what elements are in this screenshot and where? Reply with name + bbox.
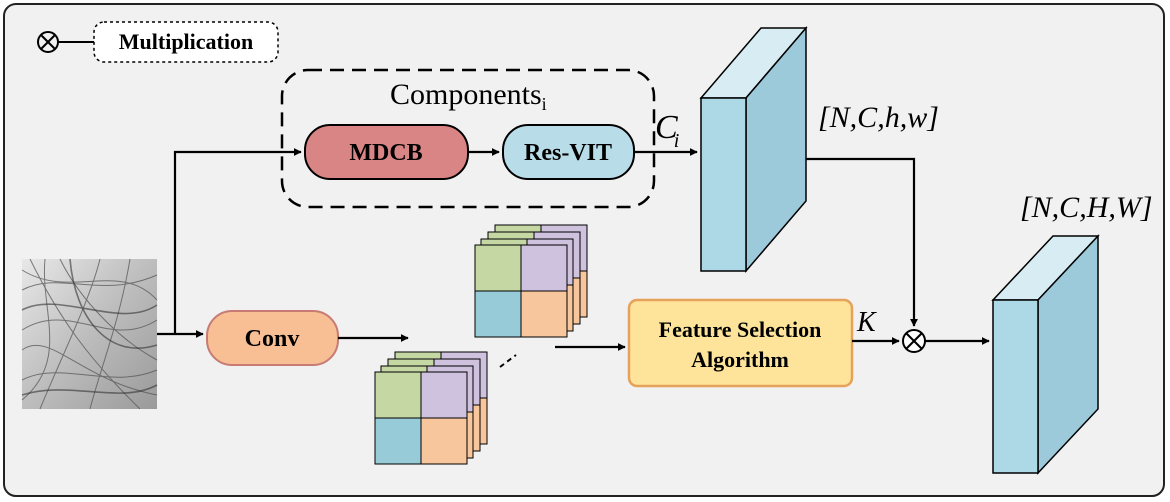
conv-block: Conv <box>206 310 339 366</box>
components-label: Componentsi <box>390 78 547 114</box>
feature-map-layer <box>374 371 468 465</box>
dims-large-label: [N,C,H,W] <box>1020 191 1153 224</box>
tile-green <box>374 371 422 419</box>
mdcb-block: MDCB <box>304 124 469 180</box>
feature-selection-label-line1: Feature Selection <box>659 317 822 342</box>
ci-label: Ci <box>655 109 679 152</box>
tensor-ci <box>699 25 808 274</box>
tile-orange <box>520 290 568 338</box>
stack-ellipsis-dashes <box>499 354 517 368</box>
tensor-output <box>991 234 1100 475</box>
mdcb-label: MDCB <box>349 140 422 166</box>
legend-label: Multiplication <box>119 29 253 54</box>
tile-purple <box>420 371 468 419</box>
tile-blue <box>374 417 422 465</box>
tile-blue <box>474 290 522 338</box>
conv-label: Conv <box>245 326 300 352</box>
res-vit-label: Res-VIT <box>524 140 612 166</box>
dims-small-label: [N,C,h,w] <box>818 101 939 134</box>
k-label: K <box>856 307 877 338</box>
legend: Multiplication <box>37 21 279 63</box>
components-group: Componentsi <box>280 68 656 209</box>
feature-map-stack-lower <box>374 351 488 465</box>
tile-green <box>474 244 522 292</box>
res-vit-block: Res-VIT <box>502 124 635 180</box>
tile-orange <box>420 417 468 465</box>
multiply-node <box>902 329 926 353</box>
feature-selection-block: Feature Selection Algorithm <box>627 298 854 388</box>
feature-selection-label-line2: Algorithm <box>691 347 789 372</box>
feature-map-layer <box>474 244 568 338</box>
tile-purple <box>520 244 568 292</box>
connectors <box>157 148 990 351</box>
input-skin-image <box>21 258 158 410</box>
tensor-to-multiply-arrow <box>806 157 918 327</box>
feature-map-stack-upper <box>474 224 588 338</box>
branch-to-mdcb-arrow <box>173 148 302 334</box>
